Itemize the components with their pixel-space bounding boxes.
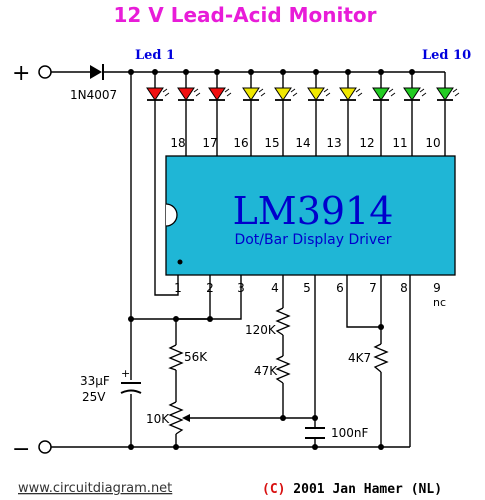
cap-100nf-label: 100nF: [331, 426, 369, 440]
led-10-label: Led 10: [422, 48, 471, 63]
led-2: [177, 72, 201, 156]
pin-label-9: 9: [433, 281, 441, 295]
resistor-47k-label: 47K: [254, 364, 278, 378]
footer-website[interactable]: www.circuitdiagram.net: [18, 481, 172, 496]
diode-1n4007: [90, 64, 104, 80]
led-1-label: Led 1: [135, 48, 175, 63]
pin-label-3: 3: [237, 281, 245, 295]
pin1-dot: [177, 259, 183, 265]
pin-label-17: 17: [202, 136, 217, 150]
wires: [51, 71, 445, 448]
pin-label-16: 16: [233, 136, 248, 150]
chip-subtitle: Dot/Bar Display Driver: [234, 232, 391, 248]
pot-10k-label: 10K: [146, 412, 170, 426]
pins-top: 18 17 16 15 14 13 12 11 10: [170, 136, 440, 150]
pin-label-13: 13: [326, 136, 341, 150]
led-5: [274, 72, 298, 156]
minus-terminal-label: −: [12, 437, 30, 462]
pin9-note: nc: [433, 296, 446, 309]
led-1: [146, 72, 170, 101]
potentiometer-10k: [168, 401, 184, 435]
pin-label-8: 8: [400, 281, 408, 295]
pin-label-6: 6: [336, 281, 344, 295]
title: 12 V Lead-Acid Monitor: [113, 3, 376, 27]
pin-label-18: 18: [170, 136, 185, 150]
lm3914-chip: [165, 155, 456, 276]
junction-dots: [128, 69, 415, 450]
chip-notch: [165, 203, 178, 227]
resistor-4k7: [373, 343, 389, 373]
minus-terminal: [38, 440, 52, 454]
cap-25v-label: 25V: [82, 390, 106, 404]
pin-label-14: 14: [295, 136, 310, 150]
resistor-120k: [275, 307, 291, 336]
capacitor-33uf: [120, 380, 142, 394]
led-10: [436, 72, 460, 156]
led-3: [208, 72, 232, 156]
resistor-56k-label: 56K: [184, 350, 208, 364]
pin-label-15: 15: [264, 136, 279, 150]
copyright-symbol: (C): [262, 482, 285, 497]
pin-label-4: 4: [271, 281, 279, 295]
led-7: [339, 72, 363, 156]
led-6: [307, 72, 331, 156]
pin-label-5: 5: [303, 281, 311, 295]
cap-plus-sign: +: [121, 367, 130, 380]
pot-wiper-arrow: [182, 414, 190, 422]
resistor-47k: [275, 355, 291, 384]
pin-label-1: 1: [174, 281, 182, 295]
chip-name: LM3914: [233, 189, 394, 233]
led-8: [372, 72, 396, 156]
led-9: [403, 72, 427, 156]
led-4: [242, 72, 266, 156]
diode-label: 1N4007: [70, 88, 117, 102]
resistor-120k-label: 120K: [245, 323, 277, 337]
footer-copyright: (C) 2001 Jan Hamer (NL): [262, 482, 442, 497]
led-bar: [146, 72, 460, 156]
resistor-56k: [168, 344, 184, 371]
resistor-4k7-label: 4K7: [348, 351, 371, 365]
capacitor-100nf: [305, 427, 325, 439]
plus-terminal-label: +: [12, 61, 30, 86]
pin-label-7: 7: [369, 281, 377, 295]
cap-33uf-label: 33µF: [80, 374, 110, 388]
plus-terminal: [38, 65, 52, 79]
pin-label-11: 11: [392, 136, 407, 150]
pin-label-10: 10: [425, 136, 440, 150]
copyright-text: 2001 Jan Hamer (NL): [285, 482, 442, 497]
pin-label-12: 12: [359, 136, 374, 150]
pin-label-2: 2: [206, 281, 214, 295]
pins-bottom: 1 2 3 4 5 6 7 8 9: [174, 281, 441, 295]
